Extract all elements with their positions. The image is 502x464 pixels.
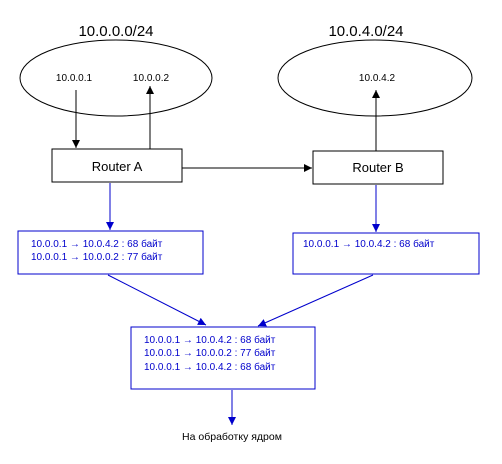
log-b-box bbox=[292, 232, 480, 275]
host-10-0-0-2: 10.0.0.2 bbox=[133, 73, 170, 84]
log-b-line-1: 10.0.0.1 → 10.0.4.2 : 68 байт bbox=[303, 238, 435, 250]
kernel-processing-label: На обработку ядром bbox=[182, 431, 282, 443]
host-10-0-0-1: 10.0.0.1 bbox=[56, 73, 93, 84]
network-right-label: 10.0.4.0/24 bbox=[328, 23, 403, 40]
arrow-log-b-to-merged bbox=[257, 274, 374, 327]
merged-log-box bbox=[130, 326, 316, 390]
host-10-0-4-2: 10.0.4.2 bbox=[359, 73, 396, 84]
network-left-label: 10.0.0.0/24 bbox=[78, 23, 153, 40]
merged-log-line-1: 10.0.0.1 → 10.0.4.2 : 68 байт bbox=[144, 334, 276, 346]
router-b-box bbox=[312, 150, 444, 185]
router-a-box bbox=[51, 148, 183, 183]
merged-log-line-3: 10.0.0.1 → 10.0.4.2 : 68 байт bbox=[144, 361, 276, 373]
log-a-line-2: 10.0.0.1 → 10.0.0.2 : 77 байт bbox=[31, 251, 163, 263]
network-right-ellipse bbox=[277, 39, 473, 117]
log-a-box bbox=[17, 230, 204, 275]
router-b-label: Router B bbox=[352, 160, 403, 175]
log-a-line-1: 10.0.0.1 → 10.0.4.2 : 68 байт bbox=[31, 238, 163, 250]
network-left-ellipse bbox=[19, 39, 213, 117]
merged-log-line-2: 10.0.0.1 → 10.0.0.2 : 77 байт bbox=[144, 347, 276, 359]
arrow-log-a-to-merged bbox=[107, 274, 207, 326]
router-a-label: Router A bbox=[92, 159, 143, 174]
